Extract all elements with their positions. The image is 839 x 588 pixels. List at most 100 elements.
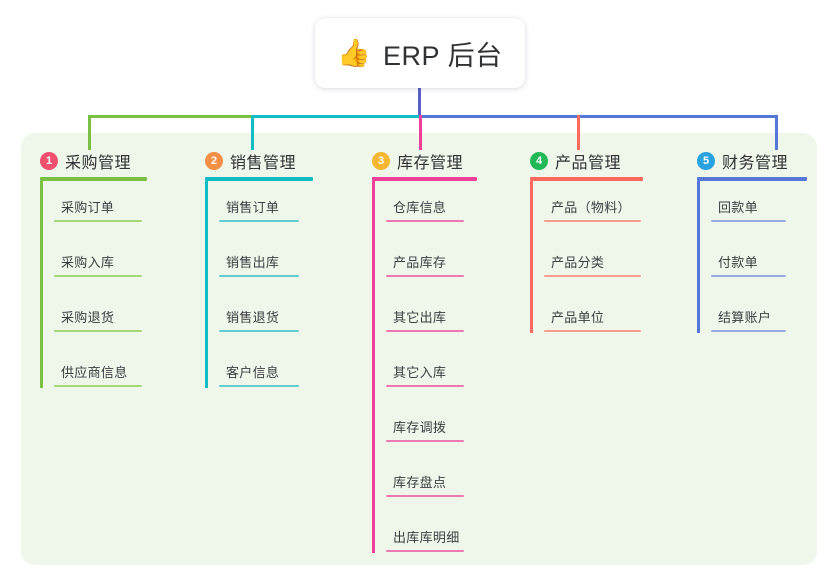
connector-drop-5 xyxy=(775,115,778,150)
leaf-item[interactable]: 其它出库 xyxy=(386,311,464,332)
leaf-item-label: 库存盘点 xyxy=(393,475,447,490)
leaf-item-rule xyxy=(386,495,464,497)
connector-drop-2 xyxy=(251,115,254,150)
leaf-item-label: 其它入库 xyxy=(393,365,447,380)
leaf-item[interactable]: 采购订单 xyxy=(54,201,142,222)
leaf-item-rule xyxy=(386,330,464,332)
leaf-item[interactable]: 回款单 xyxy=(711,201,786,222)
column-3: 3 库存管理仓库信息产品库存其它出库其它入库库存调拨库存盘点出库库明细 xyxy=(372,150,477,561)
leaf-item-label: 客户信息 xyxy=(226,365,280,380)
leaf-item-label: 销售订单 xyxy=(226,200,280,215)
leaf-item-rule xyxy=(544,275,641,277)
leaf-item-label: 产品分类 xyxy=(551,255,605,270)
column-title-4: 产品管理 xyxy=(555,155,622,172)
leaf-item-rule xyxy=(54,385,142,387)
column-title-2: 销售管理 xyxy=(230,155,297,172)
leaf-item-rule xyxy=(711,275,786,277)
leaf-item-rule xyxy=(219,275,299,277)
connector-bus-segment-2 xyxy=(251,115,422,118)
column-rule-5 xyxy=(697,177,807,181)
leaf-item[interactable]: 采购退货 xyxy=(54,311,142,332)
leaf-item[interactable]: 付款单 xyxy=(711,256,786,277)
leaf-item-label: 销售退货 xyxy=(226,310,280,325)
column-title-3: 库存管理 xyxy=(397,155,464,172)
leaf-item[interactable]: 销售订单 xyxy=(219,201,299,222)
column-rule-1 xyxy=(40,177,147,181)
leaf-item[interactable]: 产品库存 xyxy=(386,256,464,277)
leaf-item[interactable]: 产品分类 xyxy=(544,256,641,277)
column-header-1[interactable]: 1 采购管理 xyxy=(40,150,147,172)
column-badge-5: 5 xyxy=(697,152,715,170)
column-badge-3: 3 xyxy=(372,152,390,170)
column-body-2: 销售订单销售出库销售退货客户信息 xyxy=(205,181,313,396)
leaf-item-rule xyxy=(54,220,142,222)
column-badge-2: 2 xyxy=(205,152,223,170)
column-rule-4 xyxy=(530,177,643,181)
leaf-item-rule xyxy=(544,220,641,222)
leaf-item-label: 出库库明细 xyxy=(393,530,460,545)
leaf-item[interactable]: 出库库明细 xyxy=(386,531,464,552)
leaf-item-rule xyxy=(219,330,299,332)
leaf-item-label: 采购订单 xyxy=(61,200,115,215)
column-1: 1 采购管理采购订单采购入库采购退货供应商信息 xyxy=(40,150,147,396)
connector-trunk xyxy=(418,88,421,117)
leaf-item-label: 供应商信息 xyxy=(61,365,128,380)
column-spine-4 xyxy=(530,181,533,333)
root-node-title: ERP 后台 xyxy=(383,40,503,71)
column-body-5: 回款单付款单结算账户 xyxy=(697,181,807,341)
leaf-item[interactable]: 采购入库 xyxy=(54,256,142,277)
leaf-item[interactable]: 客户信息 xyxy=(219,366,299,387)
leaf-item[interactable]: 结算账户 xyxy=(711,311,786,332)
column-body-4: 产品（物料） 产品分类产品单位 xyxy=(530,181,643,341)
column-badge-1: 1 xyxy=(40,152,58,170)
connector-drop-3 xyxy=(419,115,422,150)
column-4: 4 产品管理产品（物料） 产品分类产品单位 xyxy=(530,150,643,341)
leaf-item-label: 仓库信息 xyxy=(393,200,447,215)
leaf-item[interactable]: 库存调拨 xyxy=(386,421,464,442)
leaf-item[interactable]: 仓库信息 xyxy=(386,201,464,222)
connector-drop-1 xyxy=(88,115,91,150)
leaf-item-label: 库存调拨 xyxy=(393,420,447,435)
diagram-panel xyxy=(21,133,817,565)
column-header-3[interactable]: 3 库存管理 xyxy=(372,150,477,172)
column-body-1: 采购订单采购入库采购退货供应商信息 xyxy=(40,181,147,396)
leaf-item-label: 付款单 xyxy=(718,255,758,270)
leaf-item-label: 回款单 xyxy=(718,200,758,215)
leaf-item-rule xyxy=(386,220,464,222)
leaf-item[interactable]: 销售出库 xyxy=(219,256,299,277)
column-body-3: 仓库信息产品库存其它出库其它入库库存调拨库存盘点出库库明细 xyxy=(372,181,477,561)
leaf-item-label: 采购入库 xyxy=(61,255,115,270)
column-title-5: 财务管理 xyxy=(722,155,789,172)
thumbs-up-icon: 👍 xyxy=(337,37,372,68)
leaf-item-label: 产品（物料） xyxy=(551,200,631,215)
column-header-4[interactable]: 4 产品管理 xyxy=(530,150,643,172)
leaf-item-label: 结算账户 xyxy=(718,310,772,325)
leaf-item-rule xyxy=(386,550,464,552)
leaf-item[interactable]: 产品单位 xyxy=(544,311,641,332)
column-5: 5 财务管理回款单付款单结算账户 xyxy=(697,150,807,341)
column-title-1: 采购管理 xyxy=(65,155,132,172)
column-badge-4: 4 xyxy=(530,152,548,170)
column-rule-2 xyxy=(205,177,313,181)
leaf-item-rule xyxy=(219,385,299,387)
column-header-5[interactable]: 5 财务管理 xyxy=(697,150,807,172)
leaf-item-rule xyxy=(54,330,142,332)
connector-drop-4 xyxy=(577,115,580,150)
leaf-item[interactable]: 供应商信息 xyxy=(54,366,142,387)
leaf-item-rule xyxy=(219,220,299,222)
connector-bus-segment-1 xyxy=(88,115,254,118)
leaf-item[interactable]: 产品（物料） xyxy=(544,201,641,222)
column-spine-3 xyxy=(372,181,375,553)
leaf-item[interactable]: 销售退货 xyxy=(219,311,299,332)
leaf-item-rule xyxy=(711,220,786,222)
leaf-item[interactable]: 其它入库 xyxy=(386,366,464,387)
column-2: 2 销售管理销售订单销售出库销售退货客户信息 xyxy=(205,150,313,396)
column-spine-1 xyxy=(40,181,43,388)
column-spine-2 xyxy=(205,181,208,388)
leaf-item-rule xyxy=(711,330,786,332)
column-header-2[interactable]: 2 销售管理 xyxy=(205,150,313,172)
root-node-erp-backend[interactable]: 👍 ERP 后台 xyxy=(315,18,525,88)
leaf-item[interactable]: 库存盘点 xyxy=(386,476,464,497)
leaf-item-rule xyxy=(54,275,142,277)
